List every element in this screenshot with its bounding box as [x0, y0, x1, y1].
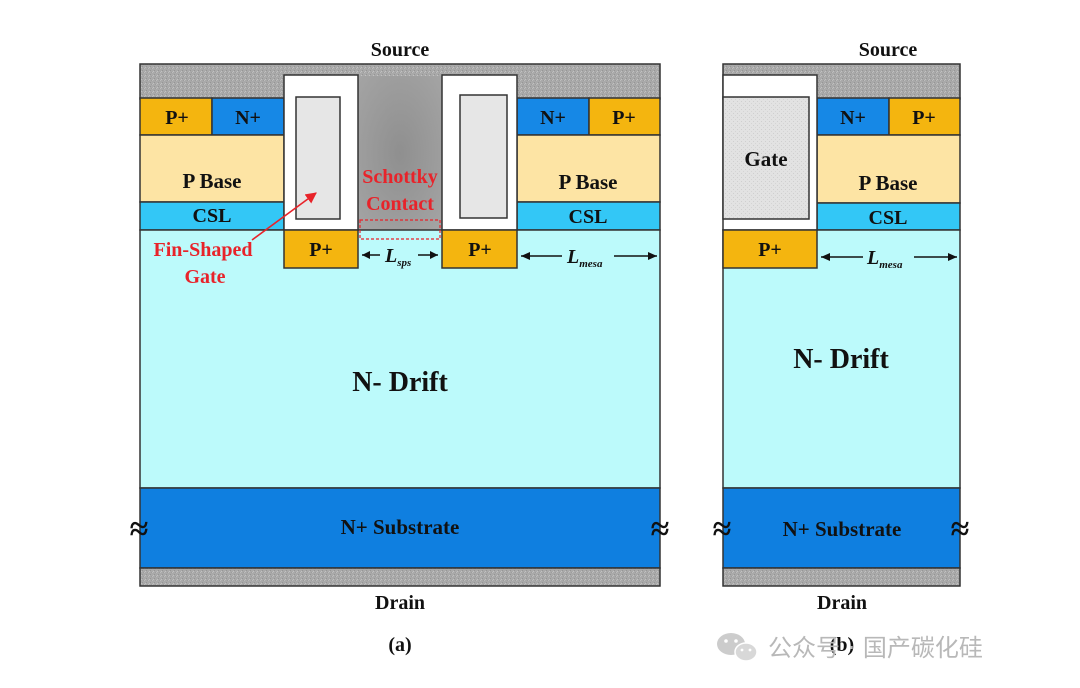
fin-gate-left-a	[295, 96, 341, 220]
p-shield-label-b: P+	[758, 239, 782, 261]
n-drift-a	[139, 229, 661, 489]
p-base-left-label-a: P Base	[183, 169, 242, 193]
l-mesa-arrowhead-left-a	[521, 252, 530, 260]
structure-a: Source P+ N+ N+ P+	[130, 39, 670, 656]
p-base-b	[816, 134, 961, 204]
schottky-metal-a	[358, 76, 442, 230]
n-plus-label-b: N+	[840, 107, 866, 129]
csl-left-label-a: CSL	[193, 205, 232, 227]
l-sps-arrowhead-left-a	[362, 251, 370, 259]
caption-a: (a)	[388, 634, 411, 656]
drain-metal-b	[722, 567, 961, 587]
n-drift-label-a: N- Drift	[352, 367, 448, 398]
n-plus-left-label-a: N+	[235, 107, 261, 129]
l-sps-label-a: Lsps	[384, 245, 411, 269]
structure-b: Source Gate N+ P+ P Base CSL P+ Lmesa N-…	[713, 39, 970, 656]
p-shield-left-a	[283, 229, 359, 269]
drain-label-b: Drain	[817, 592, 867, 614]
p-plus-b	[888, 97, 961, 136]
wechat-logo-icon	[717, 633, 758, 662]
p-base-label-b: P Base	[859, 171, 918, 195]
p-shield-b	[722, 229, 818, 269]
l-sps-arrowhead-right-a	[430, 251, 438, 259]
p-plus-right-label-a: P+	[612, 107, 636, 129]
watermark: 公众号 · 国产碳化硅	[717, 633, 983, 662]
l-mesa-arrowhead-right-b	[948, 253, 957, 261]
fin-gate-arrow-a	[251, 192, 317, 241]
p-plus-left-a	[139, 97, 213, 136]
fin-gate-label-line2-a: Gate	[184, 266, 225, 288]
l-mesa-label-b: Lmesa	[866, 247, 903, 271]
source-label-a: Source	[371, 39, 430, 61]
fin-gate-right-a	[459, 94, 508, 219]
p-plus-right-a	[588, 97, 661, 136]
l-mesa-arrowhead-left-b	[821, 253, 830, 261]
source-label-b: Source	[859, 39, 918, 61]
schottky-label-line1-a: Schottky	[362, 166, 438, 188]
p-shield-right-a	[441, 229, 518, 269]
break-symbol-right-a: ≈	[651, 511, 670, 548]
fin-gate-label-line1-a: Fin-Shaped	[154, 239, 253, 261]
drain-label-a: Drain	[375, 592, 425, 614]
n-plus-left-a	[211, 97, 285, 136]
p-base-right-label-a: P Base	[559, 170, 618, 194]
p-plus-label-b: P+	[912, 107, 936, 129]
l-mesa-arrowhead-right-a	[648, 252, 657, 260]
p-shield-right-label-a: P+	[468, 239, 492, 261]
n-substrate-label-b: N+ Substrate	[783, 517, 902, 541]
p-shield-left-label-a: P+	[309, 239, 333, 261]
gate-label-b: Gate	[744, 147, 787, 171]
schottky-label-line2-a: Contact	[366, 193, 434, 215]
n-plus-right-label-a: N+	[540, 107, 566, 129]
n-substrate-b	[722, 487, 961, 569]
drain-metal-a	[139, 567, 661, 587]
csl-label-b: CSL	[869, 207, 908, 229]
n-substrate-label-a: N+ Substrate	[341, 515, 460, 539]
break-symbol-left-b: ≈	[713, 511, 732, 548]
schottky-contact-box-a	[359, 219, 441, 240]
csl-right-label-a: CSL	[569, 206, 608, 228]
caption-b: (b)	[830, 634, 854, 656]
n-drift-b	[722, 229, 961, 489]
watermark-text: 公众号 · 国产碳化硅	[768, 634, 983, 662]
n-drift-label-b: N- Drift	[793, 344, 889, 375]
break-symbol-left-a: ≈	[130, 511, 149, 548]
break-symbol-right-b: ≈	[951, 511, 970, 548]
l-mesa-label-a: Lmesa	[566, 246, 603, 270]
gate-b	[722, 96, 810, 220]
p-plus-left-label-a: P+	[165, 107, 189, 129]
